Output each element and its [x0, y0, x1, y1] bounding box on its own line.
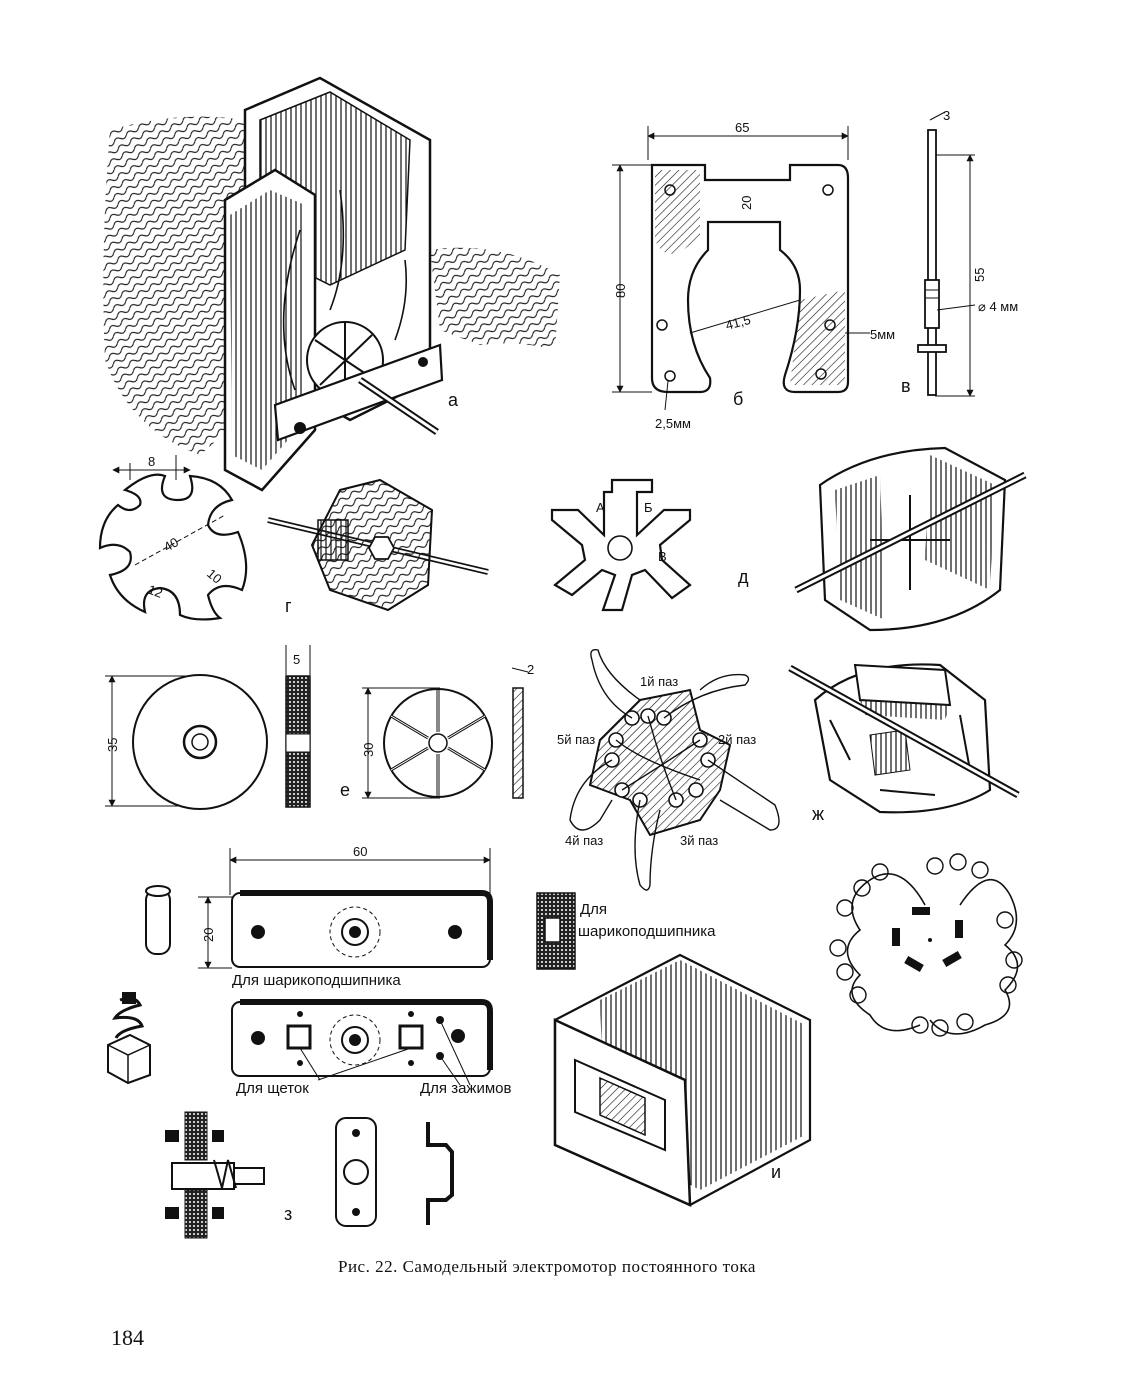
label-a: а [448, 390, 459, 410]
slot-4: 4й паз [565, 833, 603, 848]
label-bearing-a: Для шарикоподшипника [232, 972, 401, 989]
label-e: е [340, 780, 350, 800]
dim-diameter-40: 40 [161, 534, 181, 554]
tab-v: В [658, 549, 667, 564]
dim-plate-d: 30 [361, 743, 376, 757]
panel-zh-wound-rotor: ж [788, 663, 1020, 824]
dim-plate-t: 2 [527, 662, 534, 677]
dim-diameter: ⌀ 4 мм [978, 299, 1018, 314]
dim-length: 55 [972, 268, 987, 282]
panel-g-rotor-lamination: 8 40 10 12 г [98, 454, 489, 621]
label-bearing-b1: Для [580, 901, 607, 918]
dim-height: 80 [613, 284, 628, 298]
brush-block [107, 1033, 151, 1085]
label-z: з [284, 1204, 292, 1224]
brush-holder-assembly [165, 1111, 265, 1239]
lead-wire [282, 189, 408, 391]
slot-1: 1й паз [640, 674, 678, 689]
panel-z-brush-holder: 60 20 Для шарикоподшипника Для шарикопод… [107, 844, 716, 1239]
label-brushes: Для щеток [236, 1080, 309, 1097]
dim-thickness: 5мм [870, 327, 895, 342]
lamination-outline [98, 473, 248, 621]
panel-i-stator-stack: и [553, 953, 812, 1207]
dim-notch: 8 [148, 454, 155, 469]
panel-d-star-lamination: А Б В д [550, 446, 1027, 632]
label-v: в [901, 376, 911, 396]
slot-5: 5й паз [557, 732, 595, 747]
label-clamps: Для зажимов [420, 1080, 511, 1097]
dim-disc-d: 35 [105, 738, 120, 752]
panel-a-assembled-motor: а [103, 76, 560, 492]
slot-2: 2й паз [718, 732, 756, 747]
dim-hole: 2,5мм [655, 416, 691, 431]
shading-background-right [430, 247, 560, 350]
shading-background [103, 116, 250, 456]
winding-star [588, 688, 732, 837]
panel-v-shaft: 3 55 ⌀ 4 мм в [901, 108, 1018, 397]
label-i: и [771, 1162, 781, 1182]
dim-r12: 12 [146, 582, 165, 601]
bushing [145, 889, 171, 955]
brush-spring [112, 996, 145, 1039]
dim-60: 60 [353, 844, 367, 859]
page-number: 184 [111, 1325, 144, 1350]
dim-disc-t: 5 [293, 652, 300, 667]
commutator-winding-loops [829, 853, 1023, 1037]
dim-top: 3 [943, 108, 950, 123]
panel-b-stator-plate: 65 80 20 41,5 5мм 2,5мм б [612, 120, 895, 431]
label-bearing-b2: шарикоподшипника [578, 923, 716, 940]
label-zh: ж [812, 804, 824, 824]
winding-diagram: 1й паз 2й паз 3й паз 4й паз 5й паз [557, 649, 780, 891]
slot-3: 3й паз [680, 833, 718, 848]
figure-caption: Рис. 22. Самодельный электромотор постоя… [338, 1257, 756, 1276]
label-b: б [733, 389, 743, 409]
dim-20: 20 [201, 928, 216, 942]
tab-a: А [596, 500, 605, 515]
dim-bore: 41,5 [724, 312, 752, 333]
plate-side [512, 687, 524, 799]
tab-b: Б [644, 500, 653, 515]
dim-slot: 20 [739, 196, 754, 210]
label-g: г [285, 596, 292, 616]
bearing-bracket [273, 343, 444, 442]
shaft-rod [927, 129, 937, 396]
label-d: д [738, 567, 749, 587]
dim-width: 65 [735, 120, 749, 135]
bracket-profile [426, 1122, 454, 1225]
panel-e-discs: 35 5 30 2 е [105, 645, 534, 810]
